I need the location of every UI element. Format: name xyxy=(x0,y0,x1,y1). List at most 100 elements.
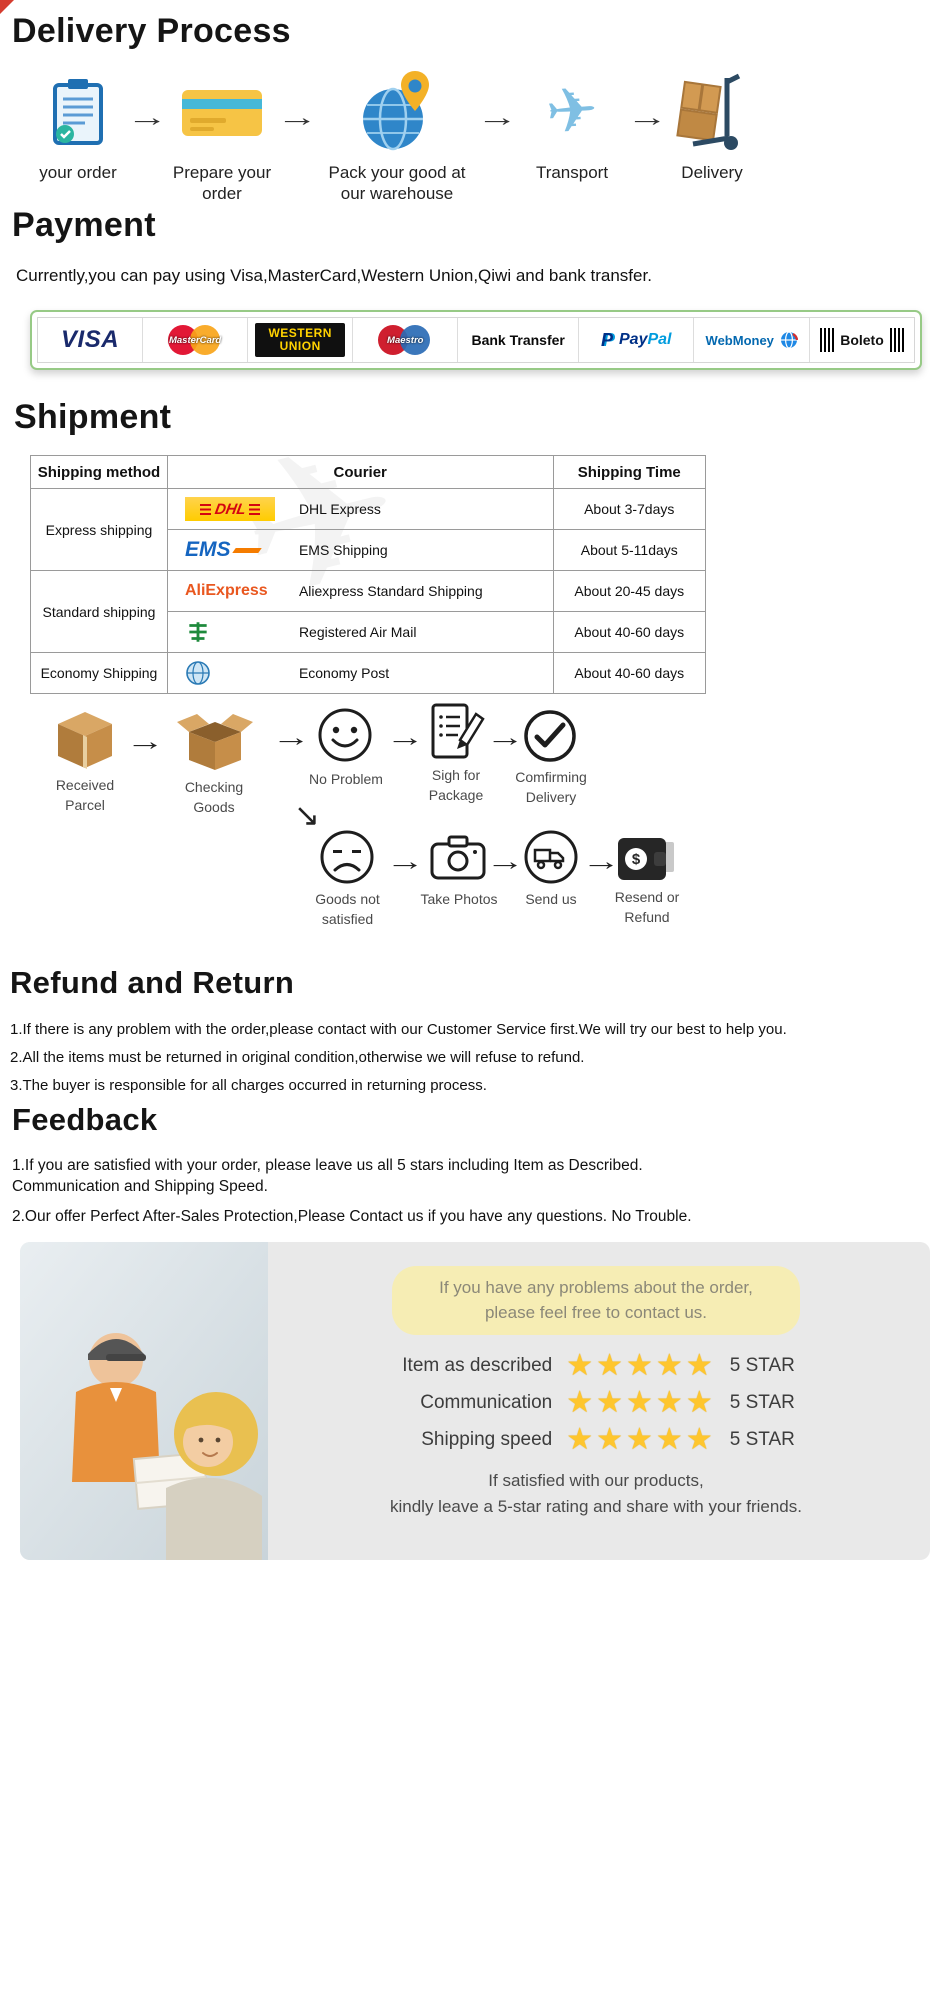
col-shipping-method: Shipping method xyxy=(30,455,168,489)
step-transport: ✈ Transport xyxy=(516,66,628,183)
table-row: Express shipping DHL DHL Express About 3… xyxy=(30,488,706,571)
bank-transfer-label: Bank Transfer xyxy=(471,332,565,348)
shipment-title: Shipment xyxy=(14,398,172,436)
refund-section: Refund and Return 1.If there is any prob… xyxy=(10,965,940,1105)
footer-line2: kindly leave a 5-star rating and share w… xyxy=(390,1496,802,1516)
courier-photo xyxy=(20,1242,268,1560)
rating-label: Communication xyxy=(420,1392,553,1414)
refund-item: 2.All the items must be returned in orig… xyxy=(10,1049,585,1066)
camera-icon xyxy=(430,834,486,887)
table-row: EMS EMS Shipping About 5-11days xyxy=(31,529,706,571)
inspection-flow: Received Parcel → Checking Goods → No Pr… xyxy=(0,700,950,945)
feedback-card-content: If you have any problems about the order… xyxy=(270,1242,922,1560)
method-standard: Standard shipping xyxy=(30,570,168,653)
payment-methods-row: VISA MasterCard WESTERN UNION Maestro Ba… xyxy=(37,317,915,363)
airplane-icon: ✈ xyxy=(543,75,601,148)
rating-label: Shipping speed xyxy=(421,1429,553,1451)
dhl-label: DHL xyxy=(213,500,247,518)
corner-mark xyxy=(0,0,14,14)
refund-item: 3.The buyer is responsible for all charg… xyxy=(10,1077,487,1094)
received-parcel-label: Received Parcel xyxy=(55,777,115,813)
step-your-order: your order xyxy=(28,66,128,183)
globe-pin-icon xyxy=(357,66,437,158)
right-arrow-icon: → xyxy=(125,726,165,756)
ems-swoosh-icon xyxy=(232,547,263,553)
goods-not-satisfied-label: Goods not satisfied xyxy=(315,891,380,927)
western-union-badge: WESTERN UNION xyxy=(255,323,346,357)
rating-row: Communication ★★★★★ 5 STAR xyxy=(270,1388,922,1418)
western-union-label-bottom: UNION xyxy=(279,339,321,353)
ratings: Item as described ★★★★★ 5 STAR Communica… xyxy=(270,1351,922,1455)
visa-label: VISA xyxy=(61,326,120,353)
maestro-logo: Maestro xyxy=(353,318,459,362)
courier-name: EMS Shipping xyxy=(298,542,388,558)
footer-line1: If satisfied with our products, xyxy=(488,1471,704,1491)
sigh-for-package-label: Sigh for Package xyxy=(428,767,484,803)
rating-value: 5 STAR xyxy=(729,1429,795,1451)
take-photos-label: Take Photos xyxy=(420,891,498,907)
shipping-time: About 3-7days xyxy=(552,488,706,530)
checking-goods-label: Checking Goods xyxy=(184,779,244,815)
card-footer: If satisfied with our products, kindly l… xyxy=(270,1468,922,1519)
feedback-section: Feedback 1.If you are satisfied with you… xyxy=(12,1102,932,1237)
truck-circle-icon xyxy=(522,828,580,891)
shipping-time: About 20-45 days xyxy=(552,570,706,612)
un-globe-emblem-icon xyxy=(185,660,285,686)
mastercard-logo: MasterCard xyxy=(143,318,249,362)
shipping-time: About 40-60 days xyxy=(552,652,706,694)
checking-goods-icon xyxy=(175,702,255,779)
payment-methods-bar: VISA MasterCard WESTERN UNION Maestro Ba… xyxy=(30,310,922,370)
shipping-time: About 5-11days xyxy=(552,529,706,571)
happy-face-icon xyxy=(316,706,374,769)
step-label: Delivery xyxy=(681,163,743,182)
send-us-label: Send us xyxy=(525,891,577,907)
sad-face-icon xyxy=(318,828,376,891)
hand-truck-icon xyxy=(675,66,749,158)
right-arrow-icon: → xyxy=(485,846,525,876)
western-union-label-top: WESTERN xyxy=(268,326,332,341)
feedback-item: 2.Our offer Perfect After-Sales Protecti… xyxy=(12,1207,692,1225)
paypal-logo: P Pay Pal xyxy=(579,318,695,362)
boleto-logo: Boleto xyxy=(810,318,914,362)
courier-name: Aliexpress Standard Shipping xyxy=(298,583,483,599)
step-label: Prepare your order xyxy=(172,163,272,204)
aliexpress-logo: AliExpress xyxy=(185,582,285,600)
step-delivery: Delivery xyxy=(666,66,758,183)
bubble-line1: If you have any problems about the order… xyxy=(439,1278,753,1297)
china-post-emblem-icon xyxy=(185,619,285,645)
step-prepare-order: Prepare your order xyxy=(166,66,278,205)
rating-row: Item as described ★★★★★ 5 STAR xyxy=(270,1351,922,1381)
no-problem-label: No Problem xyxy=(309,771,383,787)
courier-name: DHL Express xyxy=(298,501,381,517)
down-right-arrow-icon: ↘ xyxy=(293,796,320,833)
maestro-label: Maestro xyxy=(387,335,424,346)
delivery-process-title: Delivery Process xyxy=(12,12,291,50)
rating-value: 5 STAR xyxy=(729,1392,795,1414)
rating-label: Item as described xyxy=(402,1355,553,1377)
right-arrow-icon: → xyxy=(626,102,668,132)
table-row: Economy Shipping Economy Post Abo xyxy=(30,652,706,694)
confirming-delivery-label: Comfirming Delivery xyxy=(515,769,587,805)
step-label: your order xyxy=(39,163,117,182)
table-row: Standard shipping AliExpress Aliexpress … xyxy=(30,570,706,653)
svg-text:$: $ xyxy=(632,851,641,868)
boleto-label: Boleto xyxy=(840,332,884,348)
bank-transfer-logo: Bank Transfer xyxy=(458,318,579,362)
courier-name: Registered Air Mail xyxy=(298,624,417,640)
courier-name: Economy Post xyxy=(298,665,390,681)
refund-title: Refund and Return xyxy=(10,965,295,1000)
paypal-label-pay: Pay xyxy=(619,331,648,348)
wallet-refund-icon: $ xyxy=(616,832,678,891)
credit-card-icon xyxy=(180,66,264,158)
five-stars-icon: ★★★★★ xyxy=(566,1386,716,1420)
col-shipping-time: Shipping Time xyxy=(552,455,706,489)
ems-logo: EMS xyxy=(185,538,285,562)
barcode-icon xyxy=(820,328,835,352)
webmoney-label: WebMoney xyxy=(705,332,774,348)
right-arrow-icon: → xyxy=(126,102,168,132)
right-arrow-icon: → xyxy=(385,722,425,752)
mastercard-circles-icon: MasterCard xyxy=(168,323,222,357)
ems-label: EMS xyxy=(184,538,231,561)
barcode-icon xyxy=(889,328,904,352)
payment-description: Currently,you can pay using Visa,MasterC… xyxy=(16,266,652,285)
